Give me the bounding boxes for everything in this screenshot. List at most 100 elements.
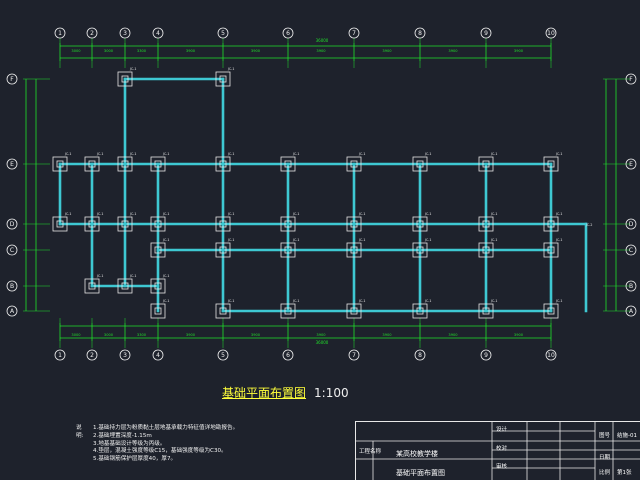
footing-outline: [150, 216, 166, 232]
segment-dimension-text: 3900: [186, 49, 196, 53]
column-outline: [56, 220, 64, 228]
footing-label: JC-1: [64, 152, 71, 156]
segment-dimension-text: 3900: [251, 49, 261, 53]
axis-bottom-label: 9: [484, 352, 488, 359]
footing-outline: [215, 71, 231, 87]
axis-right-circle: [625, 280, 637, 292]
segment-dimension-text: 3300: [137, 49, 147, 53]
column-outline: [88, 160, 96, 168]
footing-outline: [117, 156, 133, 172]
footing-outline: [52, 216, 68, 232]
title-block-grid: [355, 421, 640, 480]
column-outline: [219, 220, 227, 228]
column-outline: [284, 220, 292, 228]
drawing-no: 结施-01: [617, 433, 637, 439]
footing-label: JC-1: [227, 67, 234, 71]
notes-heading: 说明:: [76, 425, 84, 439]
top-total-dimension: 36000: [316, 38, 329, 43]
axis-bottom-circle: [414, 349, 426, 361]
axis-right-label: E: [629, 161, 633, 168]
axis-left-circle: [6, 73, 18, 85]
axis-left-circle: [6, 280, 18, 292]
axis-top-label: 7: [352, 30, 356, 37]
footing-outline: [280, 303, 296, 319]
axis-top-circle: [217, 27, 229, 39]
axis-left-label: B: [10, 283, 14, 290]
axis-right-circle: [625, 158, 637, 170]
column-outline: [416, 160, 424, 168]
footing-label: JC-1: [555, 212, 562, 216]
axis-top-circle: [348, 27, 360, 39]
axis-right-circle: [625, 244, 637, 256]
column-outline: [416, 220, 424, 228]
footing-outline: [346, 156, 362, 172]
column-outline: [284, 246, 292, 254]
segment-dimension-text: 3000: [104, 333, 114, 337]
axis-bottom-circle: [282, 349, 294, 361]
date-label: 日期: [599, 455, 611, 461]
footing-outline: [280, 156, 296, 172]
footing-outline: [543, 303, 559, 319]
segment-dimension-text: 3900: [186, 333, 196, 337]
column-outline: [88, 220, 96, 228]
axis-top-label: 8: [418, 30, 422, 37]
scale-label: 比例: [599, 470, 611, 476]
axis-top-circle: [54, 27, 66, 39]
segment-dimension-text: 3900: [382, 333, 392, 337]
page-label: 第1张: [617, 470, 632, 476]
footing-label: JC-1: [292, 238, 299, 242]
drawing-no-label: 图号: [599, 433, 611, 439]
school-name: 某高校教学楼: [396, 450, 438, 458]
footing-label: JC-1: [162, 238, 169, 242]
footing-outline: [215, 303, 231, 319]
footing-outline: [215, 156, 231, 172]
segment-dimension-text: 3300: [137, 333, 147, 337]
column-outline: [350, 246, 358, 254]
footing-outline: [150, 278, 166, 294]
column-outline: [154, 282, 162, 290]
axis-bottom-circle: [119, 349, 131, 361]
drawing-title: 基础平面布置图: [222, 386, 307, 400]
note-item: 2.基础埋置深度-1.15m: [93, 432, 152, 439]
axis-bottom-label: 8: [418, 352, 422, 359]
axis-right-label: C: [629, 247, 633, 254]
axis-top-label: 9: [484, 30, 488, 37]
footing-outline: [84, 216, 100, 232]
segment-dimension-text: 3000: [104, 49, 114, 53]
column-outline: [219, 160, 227, 168]
footing-outline: [543, 216, 559, 232]
column-outline: [121, 220, 129, 228]
column-outline: [416, 246, 424, 254]
axis-top-circle: [86, 27, 98, 39]
segment-dimension-text: 3900: [448, 333, 458, 337]
axis-right-label: D: [629, 221, 634, 228]
segment-dimension-text: 3900: [382, 49, 392, 53]
footing-label: JC-1: [96, 152, 103, 156]
footing-outline: [117, 71, 133, 87]
segment-dimension-text: 3900: [251, 333, 261, 337]
footing-outline: [346, 242, 362, 258]
column-outline: [154, 307, 162, 315]
column-outline: [121, 160, 129, 168]
bottom-total-dimension: 36000: [316, 340, 329, 345]
footing-label: JC-1: [555, 299, 562, 303]
footing-outline: [412, 156, 428, 172]
segment-dimension-text: 3000: [71, 333, 81, 337]
axis-right-circle: [625, 218, 637, 230]
footing-outline: [117, 278, 133, 294]
axis-left-circle: [6, 218, 18, 230]
axis-top-label: 6: [286, 30, 290, 37]
title-block: 工程名称 某高校教学楼 基础平面布置图 设计 校对 审核 图号 结施-01 日期…: [355, 421, 640, 480]
axis-bottom-label: 10: [547, 352, 555, 359]
footing-label: JC-1: [129, 274, 136, 278]
axis-top-label: 2: [90, 30, 94, 37]
footing-label: JC-1: [227, 299, 234, 303]
column-outline: [154, 246, 162, 254]
drawing-name: 基础平面布置图: [396, 469, 445, 477]
footing-label: JC-1: [490, 299, 497, 303]
column-outline: [56, 160, 64, 168]
segment-dimension-text: 3000: [71, 49, 81, 53]
